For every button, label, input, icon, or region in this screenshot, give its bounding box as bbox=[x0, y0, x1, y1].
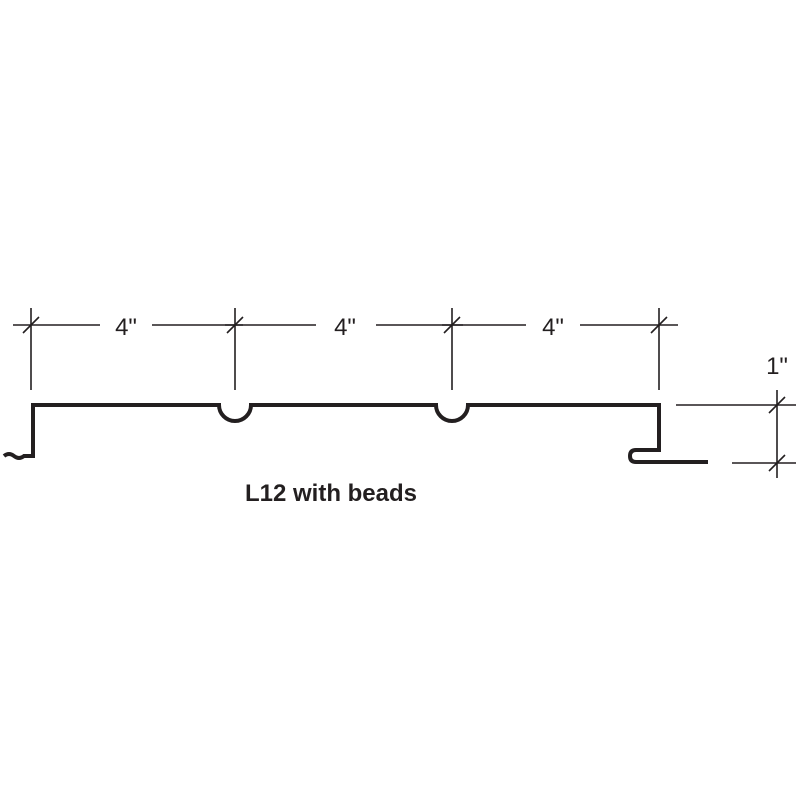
dimension-tick-marks bbox=[22, 316, 668, 334]
height-tick-mark-top bbox=[768, 396, 786, 414]
span-1-dimension-label: 4" bbox=[115, 314, 137, 341]
height-tick-mark-bottom bbox=[768, 454, 786, 472]
panel-profile bbox=[2, 403, 708, 464]
span-2-dimension-label: 4" bbox=[334, 314, 356, 341]
tick-mark-4 bbox=[650, 316, 668, 334]
tick-mark-3 bbox=[443, 316, 461, 334]
diagram-caption: L12 with beads bbox=[245, 480, 417, 507]
extension-lines bbox=[30, 308, 660, 390]
span-3-dimension-label: 4" bbox=[542, 314, 564, 341]
height-dimension bbox=[676, 390, 796, 478]
height-dimension-label: 1" bbox=[766, 353, 788, 380]
tick-mark-2 bbox=[226, 316, 244, 334]
tick-mark-1 bbox=[22, 316, 40, 334]
